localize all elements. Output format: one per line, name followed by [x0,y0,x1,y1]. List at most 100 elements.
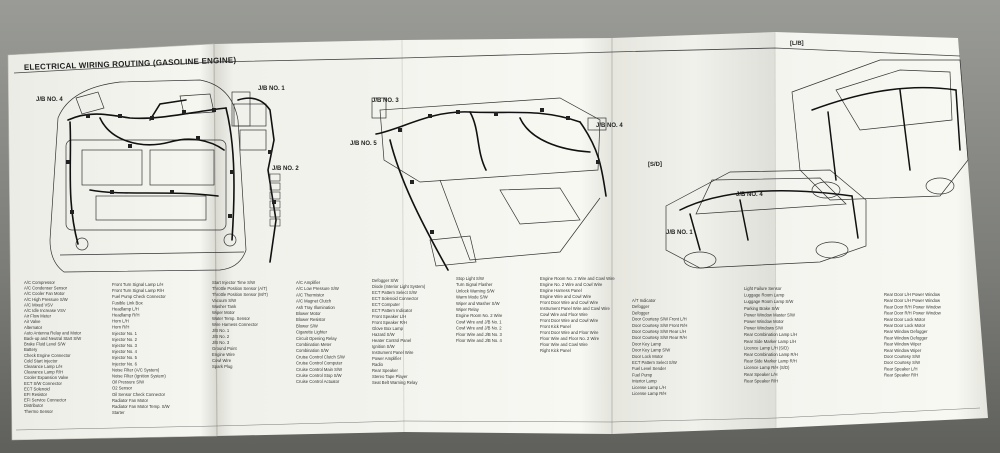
legend-item: Stop Light S/W [456,276,484,281]
legend-item: Cowl Wire and J/B No. 2 [456,326,502,331]
legend-item: Headlamp R/H [112,313,139,318]
legend-item: Wiper Motor [212,310,235,315]
legend-item: Door Key Lamp S/W [632,348,670,353]
jb-label: J/B NO. 1 [258,86,285,92]
legend-item: Rear Door L/H Power Window [884,292,941,297]
legend-item: Blower Resistor [296,317,326,322]
legend-item: Oil Sensor Check Connector [112,392,166,397]
legend-item: Rear Window Defogger [884,329,928,334]
legend-item: Door Courtesy S/W [884,360,920,365]
legend-item: Start Injector Time S/W [212,280,255,285]
legend-item: Diode (Interior Light System) [372,284,426,289]
legend-item: Rear Side Marker Lamp R/H [744,359,797,364]
legend-item: Unlock Warning S/W [456,288,495,293]
legend-item: Throttle Position Sensor (A/T) [212,286,268,291]
legend-item: Injector No. 6 [112,361,138,366]
legend-item: Power Window Master S/W [744,312,795,317]
legend-item: Turn Signal Flasher [456,282,493,287]
legend-item: Front Kick Panel [540,324,571,329]
legend-item: Floor Wire and Cowl Wire [540,342,588,347]
engine-harness [67,97,277,263]
legend-item: ECT Solenoid [24,386,50,391]
liftback-illustration [791,59,969,201]
legend-item: J/B No. 2 [212,334,230,339]
legend-item: Rear Window Wiper [884,348,922,353]
legend-item: Injector No. 1 [112,331,138,336]
legend-item: Front Speaker L/H [372,314,406,319]
legend-item: ECT Computer [372,302,400,307]
legend-item: Injector No. 2 [112,337,138,342]
legend-item: Oil Pressure S/W [112,380,144,385]
legend-item: Glove Box Lamp [372,326,404,331]
legend-item: Wiper and Washer S/W [456,301,500,306]
legend-item: Blower S/W [296,323,318,328]
legend-item: Combination Meter [296,342,332,347]
legend-item: Ground Point [212,346,238,351]
legend-item: Circuit Opening Relay [296,336,338,341]
legend-item: Power Windows S/W [744,326,783,331]
legend-col7: Engine Room No. 2 Wire and Cowl WireEngi… [540,276,615,353]
legend-item: Hazard S/W [372,332,395,337]
legend-item: Rear Speaker [372,368,398,373]
legend-item: Door Courtesy S/W Rear L/H [632,329,686,334]
legend-item: Parking Brake S/W [744,306,779,311]
legend-item: Rear Window Defogger [884,335,928,340]
legend-item: O2 Sensor [112,386,133,391]
jb-label: J/B NO. 4 [596,123,623,129]
legend-item: A/C Low Pressure S/W [296,286,339,291]
legend-item: Luggage Room Lamp S/W [744,299,793,304]
legend-item: Rear Window Wiper [884,342,922,347]
legend-item: Right Kick Panel [540,348,571,353]
legend-item: EFI Service Connector [24,398,67,403]
legend-item: Licence Lamp R/H (S/D) [744,365,790,370]
legend-item: Seat Belt Warning Relay [372,380,418,385]
legend-item: Cruise Control Stop S/W [296,373,342,378]
legend-item: Front Speaker R/H [372,320,407,325]
jb-label: J/B NO. 4 [36,97,63,103]
legend-item: Thermo Sensor [24,409,53,414]
legend-item: Power Amplifier [372,356,402,361]
legend-item: Cruise Control Main S/W [296,367,342,372]
legend-item: Air Valve [24,319,41,324]
legend-item: Door Key Lamp [632,341,662,346]
legend-item: ECT Pattern Indicator [372,308,413,313]
legend-item: Cruise Control Clutch S/W [296,354,345,359]
legend-item: Front Turn Signal Lamp R/H [112,288,164,293]
legend-item: Fuel Pump Check Connector [112,294,166,299]
legend-item: A/C Mixed VSV [24,302,53,307]
legend-item: Warm Mode S/W [456,295,488,300]
legend-item: ECT Solenoid Connector [372,296,419,301]
legend-item: Ash Tray Illumination [296,305,336,310]
legend-item: Radiator Fan Motor [112,398,149,403]
legend-item: A/C Condenser Sensor [24,286,68,291]
legend-item: Defogger [632,304,650,309]
legend-item: Rear Speaker R/H [744,378,778,383]
legend-item: Engine Wire [212,352,235,357]
liftback-harness [811,86,961,181]
legend-item: Rear Door Lock Motor [884,323,926,328]
legend-item: Auto Antenna Relay and Motor [24,330,82,335]
harness-connectors [66,108,276,218]
legend-item: Cruise Control Computer [296,361,343,366]
legend-item: Horn L/H [112,319,129,324]
legend-item: Power Window Motor [744,319,784,324]
legend-item: Front Door Wire and Floor Wire [540,330,599,335]
legend-item: Spark Plug [212,364,233,369]
legend-item: Interior Lamp [632,379,657,384]
variant-lb-label: [L/B] [790,41,804,47]
legend-item: Door Courtesy S/W Front R/H [632,323,687,328]
legend-item: Floor Wire and J/B No. 4 [456,338,503,343]
jb-label: J/B NO. 4 [736,192,763,198]
legend-item: Front Door Wire and Cowl Wire [540,300,599,305]
legend-item: Engine Room No. 2 Wire [456,313,503,318]
legend-item: Door Lock Motor [632,354,664,359]
legend-item: Cowl Wire and J/B No. 1 [456,319,502,324]
legend-item: Alternator [24,325,43,330]
legend-item: Cold Start Injector [24,358,58,363]
panel-3 [402,38,612,434]
